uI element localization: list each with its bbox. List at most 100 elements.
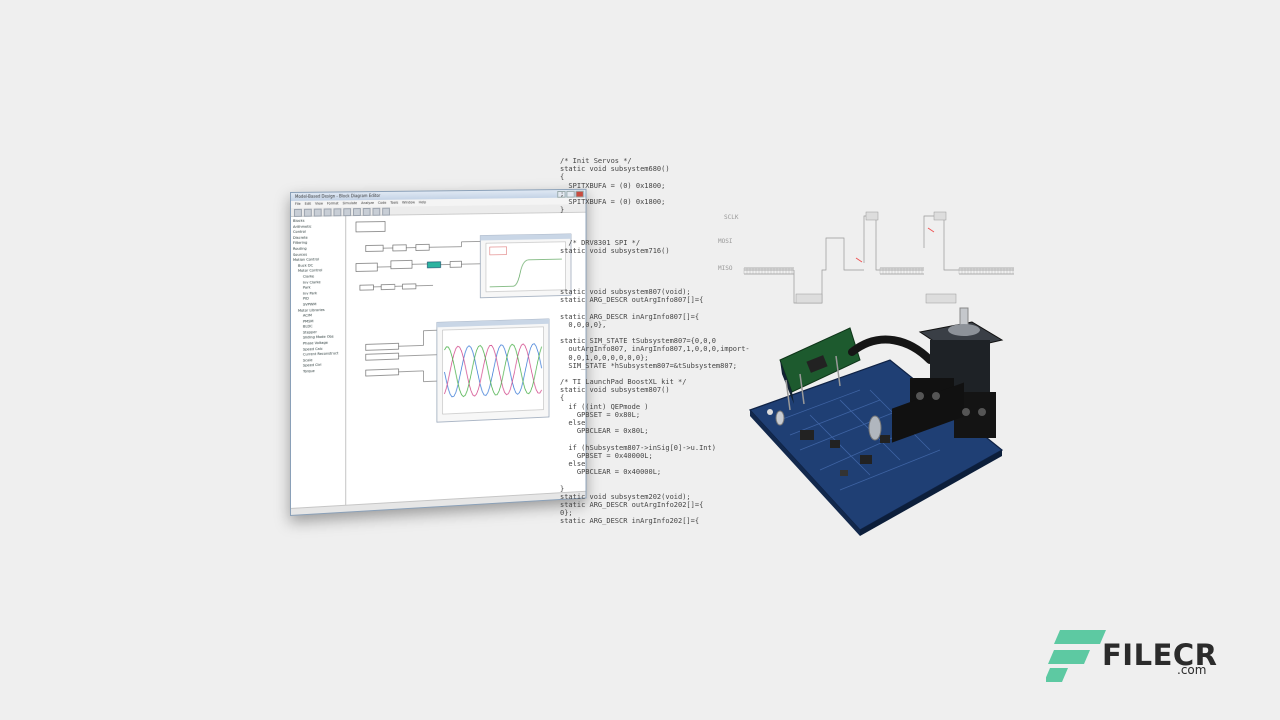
code-line: static ARG_DESCR inArgInfo807[]={ xyxy=(560,312,700,321)
code-line: GPBCLEAR = 0x40000L; xyxy=(560,468,662,477)
code-line: { xyxy=(560,173,565,182)
code-line: 0,0,0,0}, xyxy=(560,320,607,329)
diagram-block-active xyxy=(427,262,440,268)
scope-plot-area xyxy=(486,242,566,292)
diagram-block xyxy=(366,343,399,350)
diagram-block xyxy=(393,245,406,251)
brand-name: FILECR xyxy=(1102,638,1218,672)
app-window-screenshot: Model-Based Design - Block Diagram Edito… xyxy=(290,188,587,516)
code-line: static ARG_DESCR inArgInfo202[]={ xyxy=(560,517,700,526)
code-line: static SIM_STATE tSubsystem807={0,0,0 xyxy=(560,337,716,346)
code-line: } xyxy=(560,484,565,493)
code-line: /* DRV8301 SPI */ xyxy=(560,238,641,247)
diagram-block xyxy=(402,284,415,289)
code-line: SIM_STATE *hSubsystem807=&tSubsystem807; xyxy=(560,361,738,370)
diagram-block xyxy=(356,263,377,271)
code-line: 0}; xyxy=(560,509,573,518)
diagram-block xyxy=(366,369,399,376)
code-line: SPITXBUFA = (0) 0x1800; xyxy=(560,181,666,190)
filecr-logo-icon xyxy=(1046,630,1106,682)
diagram-block xyxy=(366,245,383,251)
code-line xyxy=(560,329,760,337)
timing-pulse xyxy=(933,211,947,221)
toolbar-cut-icon xyxy=(323,208,332,217)
motor-flange xyxy=(948,324,980,336)
code-line: static ARG_DESCR outArgInfo202[]={ xyxy=(560,500,704,509)
toolbar-paste-icon xyxy=(343,208,352,217)
diagram-block xyxy=(366,353,399,360)
code-line: static void subsystem807() xyxy=(560,386,670,395)
diagram-block xyxy=(391,260,412,268)
code-line: SPITXBUFA = (0) 0x1800; xyxy=(560,197,666,206)
diagram-block xyxy=(356,222,385,232)
chip-icon xyxy=(840,470,848,476)
chip-icon xyxy=(880,435,890,443)
timing-pulse xyxy=(925,293,957,304)
timing-waveforms xyxy=(744,215,1014,304)
pcb-edge xyxy=(750,410,860,536)
diagram-block xyxy=(416,244,429,250)
code-line: GPBSET = 0x40000L; xyxy=(560,451,653,460)
code-line: { xyxy=(560,394,565,403)
motor-control-board-image xyxy=(748,307,1004,536)
timing-pulse xyxy=(795,293,823,304)
toolbar-stop-icon xyxy=(362,207,371,216)
code-line: /* TI LaunchPad BoostXL kit */ xyxy=(560,378,687,387)
tree-item[interactable]: Torque xyxy=(302,369,315,374)
chip-icon xyxy=(800,430,814,440)
spi-timing-diagram: SCLK MOSI MISO xyxy=(718,211,1014,304)
diagram-block xyxy=(450,261,461,267)
window-title: Model-Based Design - Block Diagram Edito… xyxy=(294,192,381,199)
pcb-edge xyxy=(860,450,1002,536)
capacitor-icon xyxy=(775,410,785,426)
code-line: static void subsystem807(void); xyxy=(560,288,691,296)
toolbar-copy-icon xyxy=(333,208,342,217)
chip-icon xyxy=(830,440,840,448)
timing-pulse xyxy=(865,211,879,221)
code-line: static ARG_DESCR outArgInfo807[]={ xyxy=(560,296,704,305)
code-line: 0,0,1,0,0,0,0,0,0}; xyxy=(560,353,649,362)
diagram-block xyxy=(381,284,395,289)
code-line: outArgInfo807, inArgInfo807,1,0,0,0,impo… xyxy=(560,345,750,354)
chip-icon xyxy=(860,455,872,464)
scope-plot-area-2 xyxy=(443,327,544,414)
terminal-block-icon xyxy=(892,382,964,443)
capacitor-icon xyxy=(868,415,882,441)
code-line: if ((int) QEPmode ) xyxy=(560,402,649,411)
timing-hatch xyxy=(743,268,1014,274)
code-line: else xyxy=(560,419,586,427)
timing-label: MISO xyxy=(718,265,733,272)
code-line: static void subsystem716() xyxy=(560,247,670,256)
code-line xyxy=(560,370,760,378)
diagram-svg xyxy=(346,213,585,506)
code-line: ; xyxy=(560,189,565,198)
diagram-wires-2 xyxy=(399,330,437,382)
scope-legend xyxy=(490,247,507,255)
code-line: else xyxy=(560,459,586,468)
terminal-screws xyxy=(916,392,986,416)
timing-label: MOSI xyxy=(718,238,733,245)
timing-label: SCLK xyxy=(724,214,739,221)
code-line xyxy=(560,435,760,443)
brand-logo: FILECR .com xyxy=(1046,628,1226,688)
diagram-canvas xyxy=(346,212,586,506)
code-line: GPBSET = 0x80L; xyxy=(560,410,641,419)
code-line: if (hSubsystem807->inSig[0]->u.Int) xyxy=(560,443,716,452)
code-line: static void subsystem202(void); xyxy=(560,492,691,501)
toolbar-zoom-icon xyxy=(372,207,381,216)
code-line xyxy=(560,476,760,484)
led-icon xyxy=(767,409,773,415)
diagram-block xyxy=(360,285,374,290)
code-line: /* Init Servos */ xyxy=(560,157,632,165)
power-terminals xyxy=(892,378,996,443)
motor-cable xyxy=(848,335,934,364)
toolbar-codegen-icon xyxy=(382,207,390,216)
toolbar-open-icon xyxy=(303,208,312,217)
mcu-chip-icon xyxy=(806,355,828,373)
code-line: } xyxy=(560,206,565,215)
timing-marker xyxy=(855,227,935,263)
toolbar-new-icon xyxy=(293,208,302,217)
code-line: static void subsystem680() xyxy=(560,165,670,174)
brand-domain: .com xyxy=(1177,663,1207,677)
